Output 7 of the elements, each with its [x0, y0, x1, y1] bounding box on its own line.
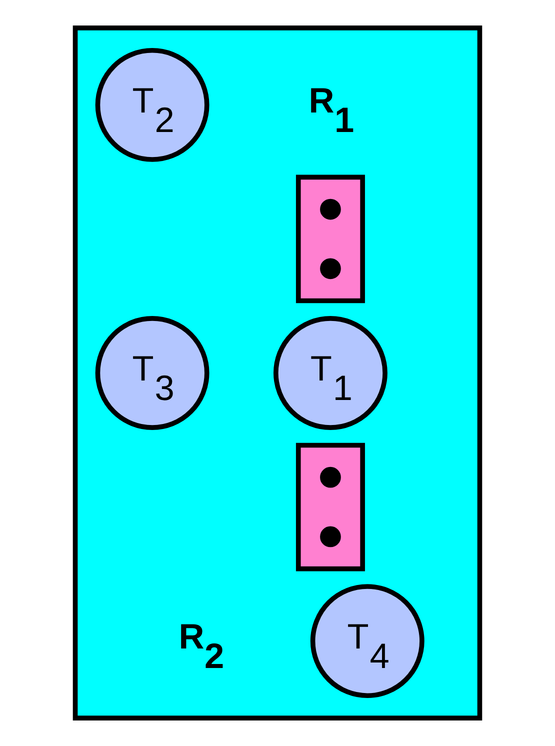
- node-circle: [320, 526, 341, 548]
- cluster: [296, 442, 365, 572]
- node-circle: [320, 258, 341, 280]
- node-circle: [320, 466, 341, 488]
- cluster: [72, 26, 482, 720]
- node-circle: [320, 198, 341, 220]
- cluster: [296, 174, 365, 304]
